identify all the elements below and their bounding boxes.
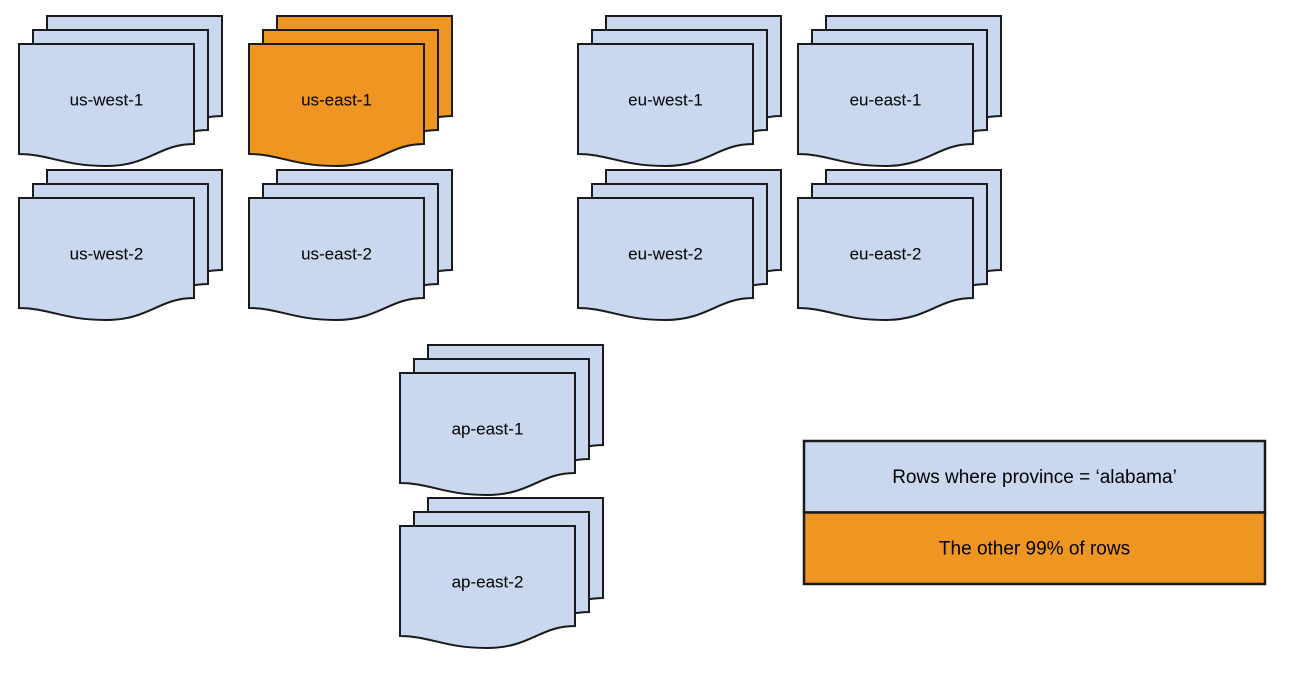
stack-label-ap-east-2: ap-east-2	[452, 572, 524, 591]
document-stack-eu-west-2[interactable]: eu-west-2	[577, 169, 782, 321]
legend-box: Rows where province = ‘alabama’ The other…	[802, 439, 1267, 586]
stack-label-eu-west-1: eu-west-1	[628, 90, 703, 109]
legend-swatch-legend-blue	[802, 439, 1267, 514]
document-stack-ap-east-1[interactable]: ap-east-1	[399, 344, 604, 496]
stack-label-eu-east-2: eu-east-2	[850, 244, 922, 263]
stacks-layer: us-west-1 us-east-1 eu-west-1 eu-east-1 us-w…	[18, 15, 1002, 649]
document-stack-eu-east-1[interactable]: eu-east-1	[797, 15, 1002, 167]
document-stack-ap-east-2[interactable]: ap-east-2	[399, 497, 604, 649]
stack-label-us-east-2: us-east-2	[301, 244, 372, 263]
stack-label-eu-west-2: eu-west-2	[628, 244, 703, 263]
document-stack-eu-west-1[interactable]: eu-west-1	[577, 15, 782, 167]
document-stack-us-east-1[interactable]: us-east-1	[248, 15, 453, 167]
legend-row-legend-blue: Rows where province = ‘alabama’	[802, 439, 1267, 514]
document-stack-us-west-2[interactable]: us-west-2	[18, 169, 223, 321]
document-stack-eu-east-2[interactable]: eu-east-2	[797, 169, 1002, 321]
document-stack-us-east-2[interactable]: us-east-2	[248, 169, 453, 321]
stack-label-eu-east-1: eu-east-1	[850, 90, 922, 109]
legend-label-legend-blue: Rows where province = ‘alabama’	[892, 467, 1177, 488]
stack-label-us-east-1: us-east-1	[301, 90, 372, 109]
legend-swatch-legend-orange	[802, 511, 1267, 586]
legend-label-legend-orange: The other 99% of rows	[939, 538, 1130, 559]
stack-label-ap-east-1: ap-east-1	[452, 419, 524, 438]
legend-row-legend-orange: The other 99% of rows	[802, 511, 1267, 586]
stack-label-us-west-1: us-west-1	[70, 90, 144, 109]
stack-label-us-west-2: us-west-2	[70, 244, 144, 263]
document-stack-us-west-1[interactable]: us-west-1	[18, 15, 223, 167]
